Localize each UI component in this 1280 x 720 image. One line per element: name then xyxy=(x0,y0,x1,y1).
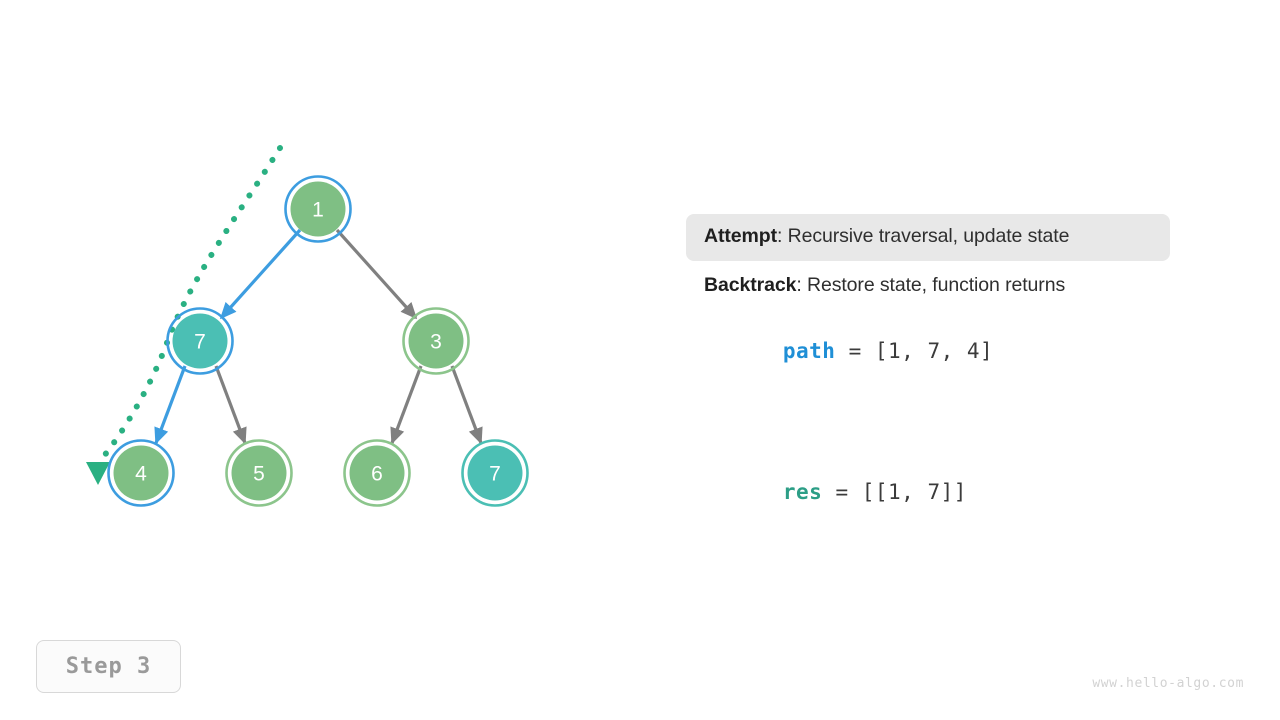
node-fill xyxy=(467,445,523,501)
step-badge-label: Step 3 xyxy=(65,654,152,679)
attempt-text: : Recursive traversal, update state xyxy=(776,225,1070,247)
edge-7-to-5 xyxy=(214,365,247,445)
tree-nodes: 1 7 3 4 5 xyxy=(107,175,529,507)
tree-node-7-left[interactable]: 7 xyxy=(166,307,234,375)
node-fill xyxy=(290,181,346,237)
edge-3-to-6 xyxy=(390,365,423,445)
traversal-trace xyxy=(86,145,283,485)
tree-node-3[interactable]: 3 xyxy=(402,307,470,375)
explanation-panel: Attempt: Recursive traversal, update sta… xyxy=(686,214,1226,534)
node-outer-ring xyxy=(461,439,529,507)
tree-node-3-label: 3 xyxy=(430,331,442,354)
tree-node-7-right[interactable]: 7 xyxy=(461,439,529,507)
tree-node-5[interactable]: 5 xyxy=(225,439,293,507)
tree-edges xyxy=(154,228,483,445)
node-outer-ring xyxy=(402,307,470,375)
node-outer-ring xyxy=(166,307,234,375)
tree-node-4-label: 4 xyxy=(135,463,147,486)
attempt-label: Attempt xyxy=(704,225,777,247)
watermark: www.hello-algo.com xyxy=(1092,676,1244,691)
edge-1-to-3 xyxy=(335,228,418,320)
trace-arrowhead-icon xyxy=(86,462,110,485)
node-fill xyxy=(349,445,405,501)
node-outer-ring xyxy=(284,175,352,243)
code-spacer xyxy=(686,393,1226,450)
res-variable-value: = [[1, 7]] xyxy=(822,479,967,504)
node-fill xyxy=(172,313,228,369)
binary-tree-diagram: 1 7 3 4 5 xyxy=(86,145,529,507)
tree-node-1[interactable]: 1 xyxy=(284,175,352,243)
node-fill xyxy=(113,445,169,501)
tree-node-1-label: 1 xyxy=(312,199,324,222)
tree-node-7-left-label: 7 xyxy=(194,331,206,354)
backtrack-text: : Restore state, function returns xyxy=(796,274,1066,297)
tree-node-4[interactable]: 4 xyxy=(107,439,175,507)
node-fill xyxy=(408,313,464,369)
trace-dotted-path xyxy=(96,145,283,465)
path-variable-value: = [1, 7, 4] xyxy=(835,338,994,363)
path-variable-row: path = [1, 7, 4] xyxy=(686,309,1226,393)
node-outer-ring xyxy=(343,439,411,507)
tree-node-6-label: 6 xyxy=(371,463,383,486)
tree-node-5-label: 5 xyxy=(253,463,265,486)
node-fill xyxy=(231,445,287,501)
step-badge: Step 3 xyxy=(36,640,181,693)
tree-node-6[interactable]: 6 xyxy=(343,439,411,507)
backtrack-label: Backtrack xyxy=(704,274,797,297)
res-variable-name: res xyxy=(782,479,823,504)
node-outer-ring xyxy=(225,439,293,507)
path-variable-name: path xyxy=(782,338,836,363)
tree-node-7-right-label: 7 xyxy=(489,463,501,486)
node-outer-ring xyxy=(107,439,175,507)
backtrack-row: Backtrack: Restore state, function retur… xyxy=(686,261,1226,308)
edge-3-to-7 xyxy=(450,365,483,445)
res-variable-row: res = [[1, 7]] xyxy=(686,450,1226,534)
edge-7-to-4 xyxy=(154,365,187,445)
attempt-row: Attempt: Recursive traversal, update sta… xyxy=(686,214,1170,262)
edge-1-to-7 xyxy=(219,228,302,320)
